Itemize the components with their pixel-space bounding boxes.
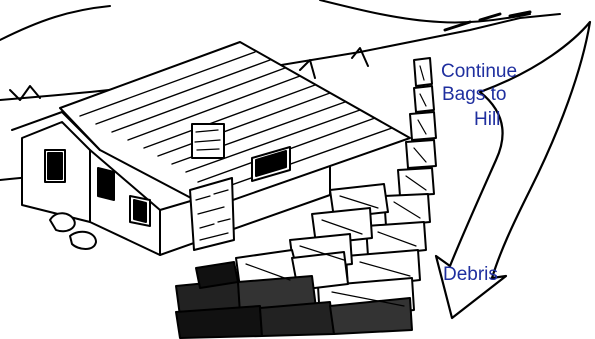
continue-bags-label-line-2: Bags to bbox=[442, 85, 506, 105]
continue-bags-label-line-1: Continue bbox=[441, 62, 517, 82]
debris-label: Debris bbox=[443, 265, 498, 285]
continue-bags-label-line-3: Hill bbox=[474, 110, 500, 130]
